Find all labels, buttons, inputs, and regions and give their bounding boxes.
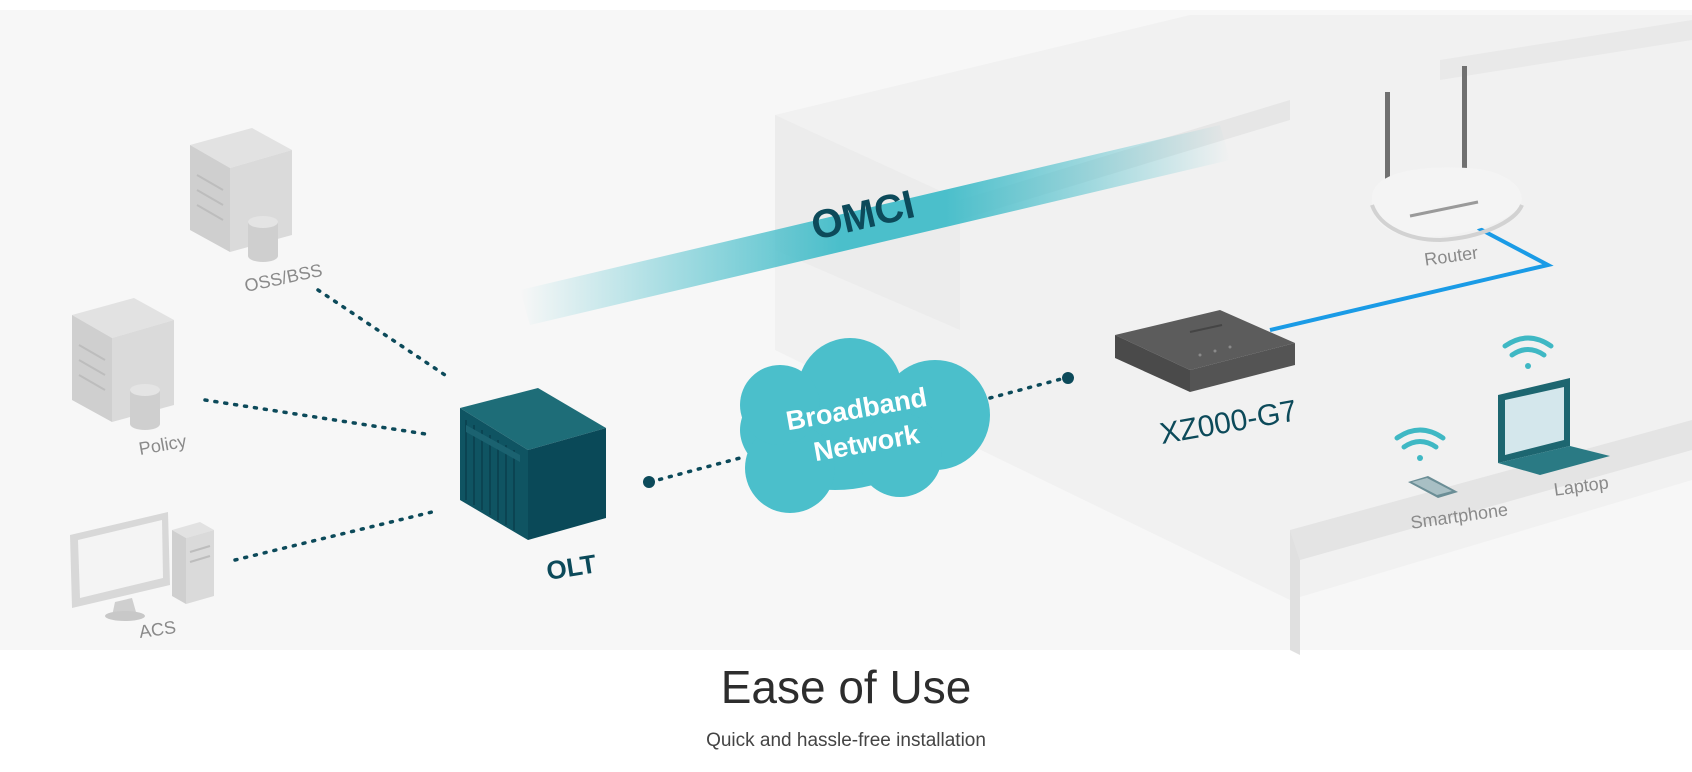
- xz000-device-icon: [1115, 310, 1295, 392]
- router-icon: [1370, 66, 1524, 243]
- link-cloud-device: [988, 376, 1067, 400]
- laptop-wifi-icon: [1394, 335, 1554, 461]
- link-device-router: [1269, 226, 1554, 332]
- link-acs-olt: [233, 510, 434, 562]
- smartphone-icon: [1408, 476, 1458, 498]
- background-building: [0, 10, 1692, 655]
- omci-beam: [520, 125, 1230, 325]
- dotted-links: [203, 288, 1067, 562]
- policy-server-icon: [72, 298, 174, 430]
- oss-bss-server-icon: [190, 128, 292, 262]
- laptop-icon: [1498, 378, 1610, 475]
- section-title: Ease of Use: [720, 661, 972, 713]
- link-endpoint-right: [1062, 372, 1074, 384]
- broadband-cloud-icon: [740, 338, 990, 513]
- acs-computer-icon: [70, 512, 214, 621]
- link-endpoint-left: [643, 476, 655, 488]
- link-policy-olt: [203, 398, 434, 437]
- section-subtitle: Quick and hassle-free installation: [706, 730, 986, 751]
- olt-device-icon: [460, 388, 606, 540]
